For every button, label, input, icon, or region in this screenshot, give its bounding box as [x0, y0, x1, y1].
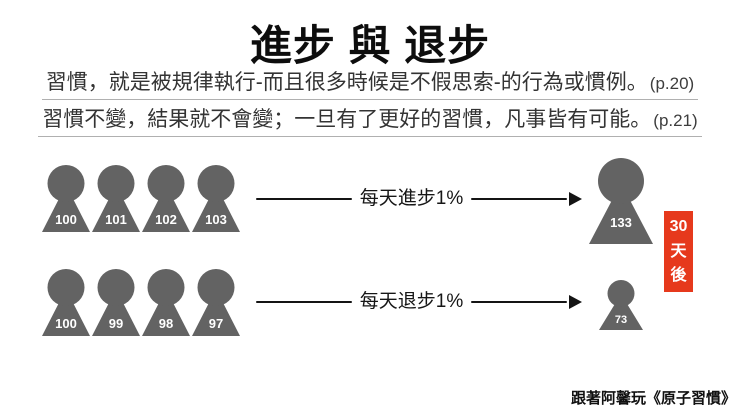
- figure-head: [598, 158, 644, 204]
- person-figure-decline-3: 98: [142, 269, 190, 336]
- figure-head: [197, 165, 235, 202]
- progress-arrow-label: 每天進步1%: [359, 188, 464, 209]
- quote-1-text: 習慣，就是被規律執行-而且很多時候是不假思索-的行為或慣例。: [45, 71, 648, 94]
- thirty-days-later-badge: 30 天 後: [664, 211, 693, 292]
- person-figure-progress-1: 100: [42, 165, 90, 232]
- figure-head: [147, 165, 185, 202]
- arrow-line-left: [256, 300, 352, 304]
- decline-arrow: 每天退步1%: [256, 291, 582, 313]
- figure-value: 100: [55, 212, 77, 227]
- figure-value: 99: [108, 316, 124, 331]
- figure-head: [47, 165, 85, 202]
- quote-2-text: 習慣不變，結果就不會變；一旦有了更好的習慣，凡事皆有可能。: [42, 108, 652, 131]
- badge-char-3: 後: [670, 266, 687, 284]
- decline-arrow-label: 每天退步1%: [359, 291, 464, 312]
- arrow-head-icon: [569, 192, 582, 206]
- person-figure-decline-4: 97: [192, 269, 240, 336]
- page-title: 進步 與 退步: [249, 22, 491, 69]
- quote-line-1: 習慣，就是被規律執行-而且很多時候是不假思索-的行為或慣例。(p.20): [0, 66, 740, 100]
- figure-value: 100: [55, 316, 77, 331]
- figure-head: [47, 269, 85, 306]
- arrow-line-right: [471, 300, 567, 304]
- arrow-head-icon: [569, 295, 582, 309]
- figure-head: [147, 269, 185, 306]
- person-figure-progress-4: 103: [192, 165, 240, 232]
- figure-value: 103: [205, 212, 227, 227]
- quote-1: 習慣，就是被規律執行-而且很多時候是不假思索-的行為或慣例。(p.20): [41, 66, 699, 100]
- badge-char-1: 30: [669, 218, 688, 236]
- person-figure-progress-result: 133: [589, 158, 653, 244]
- figure-value: 101: [105, 212, 127, 227]
- figure-value: 97: [208, 316, 224, 331]
- quote-section: 習慣，就是被規律執行-而且很多時候是不假思索-的行為或慣例。(p.20) 習慣不…: [0, 66, 740, 140]
- arrow-line-right: [471, 197, 567, 201]
- person-figure-progress-3: 102: [142, 165, 190, 232]
- credit-text: 跟著阿馨玩《原子習慣》: [570, 390, 736, 407]
- person-figure-decline-result: 73: [598, 280, 644, 330]
- quote-2-page-ref: (p.21): [653, 111, 698, 130]
- badge-char-2: 天: [670, 242, 687, 260]
- quote-2: 習慣不變，結果就不會變；一旦有了更好的習慣，凡事皆有可能。(p.21): [38, 103, 702, 137]
- figure-value: 98: [158, 316, 174, 331]
- quote-1-page-ref: (p.20): [649, 74, 695, 93]
- figure-value: 73: [614, 314, 628, 326]
- person-figure-progress-2: 101: [92, 165, 140, 232]
- person-figure-decline-2: 99: [92, 269, 140, 336]
- figure-value: 133: [610, 215, 632, 230]
- figure-head: [97, 165, 135, 202]
- figure-head: [97, 269, 135, 306]
- arrow-line-left: [256, 197, 352, 201]
- person-figure-decline-1: 100: [42, 269, 90, 336]
- figure-head: [607, 280, 635, 307]
- quote-line-2: 習慣不變，結果就不會變；一旦有了更好的習慣，凡事皆有可能。(p.21): [0, 103, 740, 137]
- figure-value: 102: [155, 212, 177, 227]
- figure-head: [197, 269, 235, 306]
- progress-arrow: 每天進步1%: [256, 188, 582, 210]
